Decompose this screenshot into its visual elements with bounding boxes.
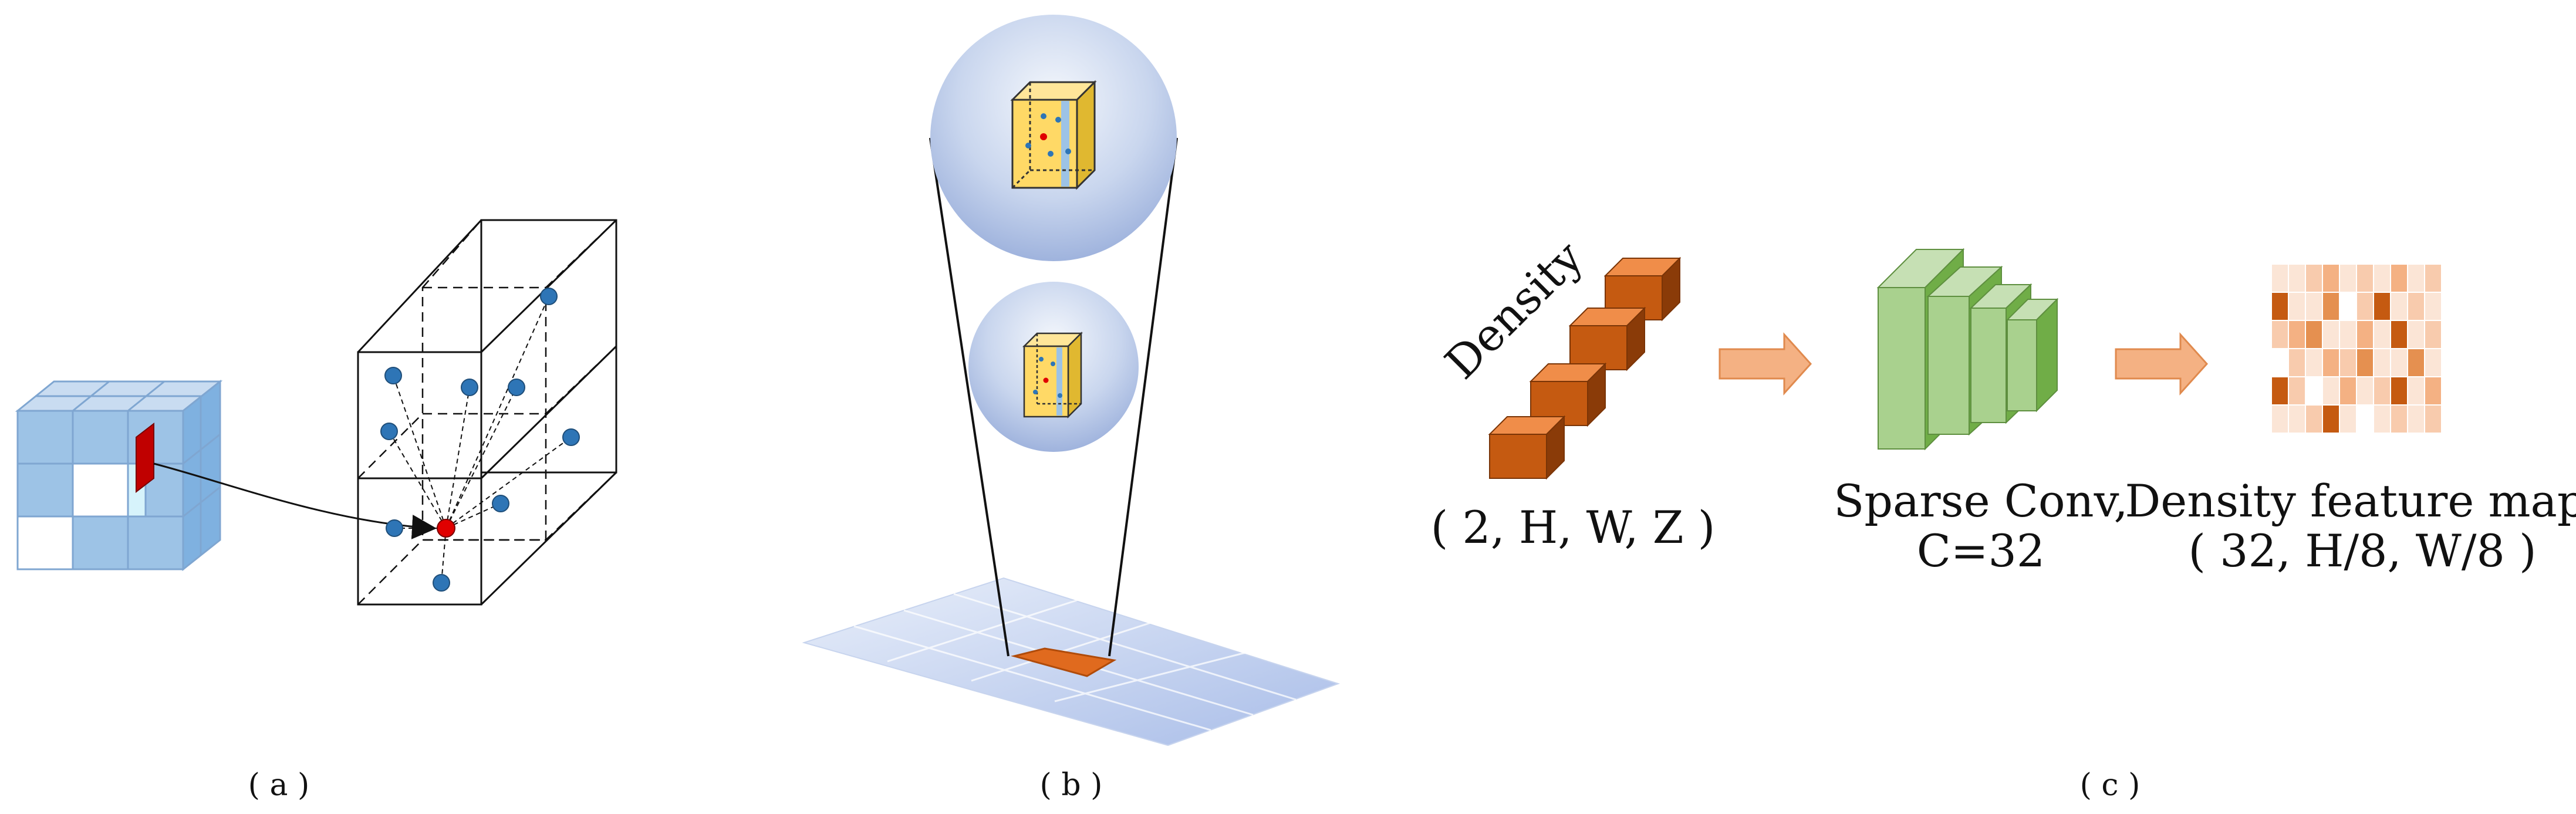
feature-map-cell [2356,264,2374,293]
feature-map-cell [2424,376,2442,406]
feature-map-cell [2271,348,2289,377]
feature-map-cell [2356,320,2374,349]
cone-line-left [929,137,1010,657]
feature-map-cell [2390,264,2408,293]
feature-map-cell [2356,348,2374,377]
feature-map-cell [2288,348,2306,377]
feature-map-cell [2288,404,2306,434]
sparse-conv-block [1876,248,2059,451]
feature-map-cell [2407,292,2425,321]
feature-map-cell [2424,292,2442,321]
highlighted-voxel [136,422,154,494]
feature-map-cell [2407,264,2425,293]
feature-map-cell [2288,264,2306,293]
feature-map-cell [2322,348,2340,377]
feature-map-cell [2390,404,2408,434]
feature-map-cell [2424,320,2442,349]
density-cube [1603,256,1682,322]
pillar-tile [1011,647,1117,677]
density-cube [1568,306,1646,371]
panel-b: ( b ) [802,15,1341,803]
feature-map-cell [2424,404,2442,434]
feature-map-cell [2288,376,2306,406]
feature-map-cell [2373,404,2391,434]
feature-map-cell [2407,376,2425,406]
density-cube-stack [1488,256,1682,480]
wireframe-box [357,219,617,606]
feature-map-cell [2390,348,2408,377]
feature-map-cell [2322,376,2340,406]
feature-map-cell [2424,348,2442,377]
panel-a: ( a ) [15,219,617,803]
feature-map-cell [2305,376,2323,406]
center-point [437,519,455,538]
feature-map-cell [2407,320,2425,349]
feature-map-cell [2339,292,2357,321]
feature-map-cell [2305,404,2323,434]
input-shape-label: ( 2, H, W, Z ) [1431,501,1716,553]
feature-map-cell [2407,404,2425,434]
caption-b: ( b ) [1040,768,1103,803]
feature-map-cell [2407,348,2425,377]
feature-map-cell [2373,376,2391,406]
conv-layer [2006,298,2059,413]
feature-map-cell [2373,292,2391,321]
feature-map-cell [2305,292,2323,321]
neighbor-rays [389,296,572,583]
feature-map-cell [2288,320,2306,349]
feature-map-cell [2390,376,2408,406]
feature-map-cell [2390,320,2408,349]
voxel-box-large [1010,80,1097,190]
feature-map [2271,264,2442,434]
output-label-line2: ( 32, H/8, W/8 ) [2188,525,2536,577]
output-label-line1: Density feature map, [2125,475,2576,527]
feature-map-cell [2271,264,2289,293]
feature-map-cell [2339,376,2357,406]
panel-c: Density ( 2, H, [1431,231,2576,803]
feature-map-cell [2322,264,2340,293]
feature-map-cell [2356,376,2374,406]
feature-map-cell [2373,348,2391,377]
feature-map-cell [2271,376,2289,406]
feature-map-cell [2322,404,2340,434]
feature-map-cell [2322,320,2340,349]
feature-map-cell [2390,292,2408,321]
density-cube [1488,415,1566,480]
feature-map-cell [2339,320,2357,349]
flow-arrow-2 [2115,332,2209,396]
feature-map-cell [2339,264,2357,293]
feature-map-cell [2356,292,2374,321]
conv-label-line1: Sparse Conv, [1834,475,2128,527]
feature-map-cell [2339,348,2357,377]
feature-map-cell [2356,404,2374,434]
caption-a: ( a ) [248,768,310,803]
feature-map-cell [2271,292,2289,321]
conv-label-line2: C=32 [1917,525,2045,577]
neighbor-points [380,288,580,592]
feature-map-cell [2305,348,2323,377]
feature-map-cell [2271,320,2289,349]
sphere-large [930,15,1177,261]
feature-map-cell [2339,404,2357,434]
caption-c: ( c ) [2080,768,2141,803]
feature-map-cell [2373,264,2391,293]
voxel-box-small [1022,331,1083,419]
cone-line-right [1108,137,1178,657]
feature-map-cell [2271,404,2289,434]
feature-map-cell [2424,264,2442,293]
voxel-grid [15,379,223,572]
flow-arrow-1 [1719,332,1812,396]
feature-map-cell [2305,320,2323,349]
sphere-small [968,282,1139,452]
feature-map-cell [2288,292,2306,321]
feature-map-cell [2373,320,2391,349]
wireframe-hidden-edges [357,219,617,605]
feature-map-cell [2322,292,2340,321]
feature-map-cell [2305,264,2323,293]
